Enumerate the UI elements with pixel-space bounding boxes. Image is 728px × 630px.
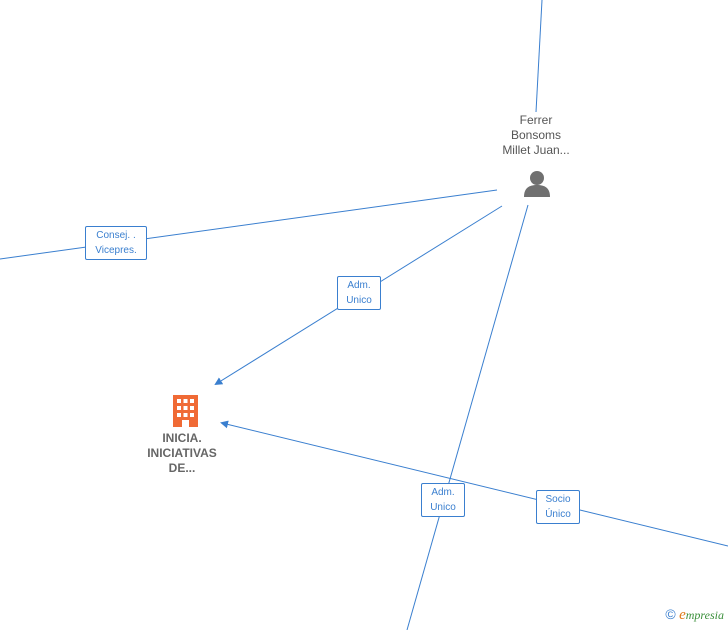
edge-label-consej-vicepres[interactable]: Consej. . Vicepres.: [85, 226, 147, 260]
person-name-line: Bonsoms: [510, 128, 562, 142]
company-name-line: INICIA.: [162, 431, 202, 445]
person-icon[interactable]: [524, 171, 550, 197]
edge-person-to-bottom: [406, 204, 529, 630]
edge-label-line: Único: [545, 509, 571, 520]
edge-label-adm-unico[interactable]: Adm. Unico: [337, 276, 381, 310]
person-name[interactable]: Ferrer Bonsoms Millet Juan...: [488, 113, 584, 158]
edge-label-line: Adm.: [347, 280, 371, 291]
edge-top-to-person: [535, 0, 543, 113]
edge-left-to-person: [0, 189, 498, 260]
building-icon[interactable]: [173, 395, 198, 427]
edge-label-socio-unico[interactable]: Socio Único: [536, 490, 580, 524]
edge-right-to-company: [220, 420, 728, 547]
company-name-line: INICIATIVAS: [147, 446, 217, 460]
brand-name: mpresia: [685, 608, 724, 622]
edge-label-line: Consej. .: [96, 230, 136, 241]
brand-first-letter: e: [679, 607, 686, 623]
edge-label-line: Socio: [545, 494, 571, 505]
company-name-line: DE...: [168, 461, 196, 475]
edge-label-line: Adm.: [431, 487, 455, 498]
company-name[interactable]: INICIA. INICIATIVAS DE...: [132, 431, 232, 476]
edge-label-adm-unico[interactable]: Adm. Unico: [421, 483, 465, 517]
edge-label-line: Vicepres.: [95, 245, 137, 256]
person-name-line: Millet Juan...: [502, 143, 570, 157]
edge-label-line: Unico: [346, 295, 372, 306]
edge-label-line: Unico: [430, 502, 456, 513]
empresia-logo: © empresia: [665, 606, 724, 624]
person-name-line: Ferrer: [519, 113, 553, 127]
copyright-symbol: ©: [665, 606, 676, 622]
